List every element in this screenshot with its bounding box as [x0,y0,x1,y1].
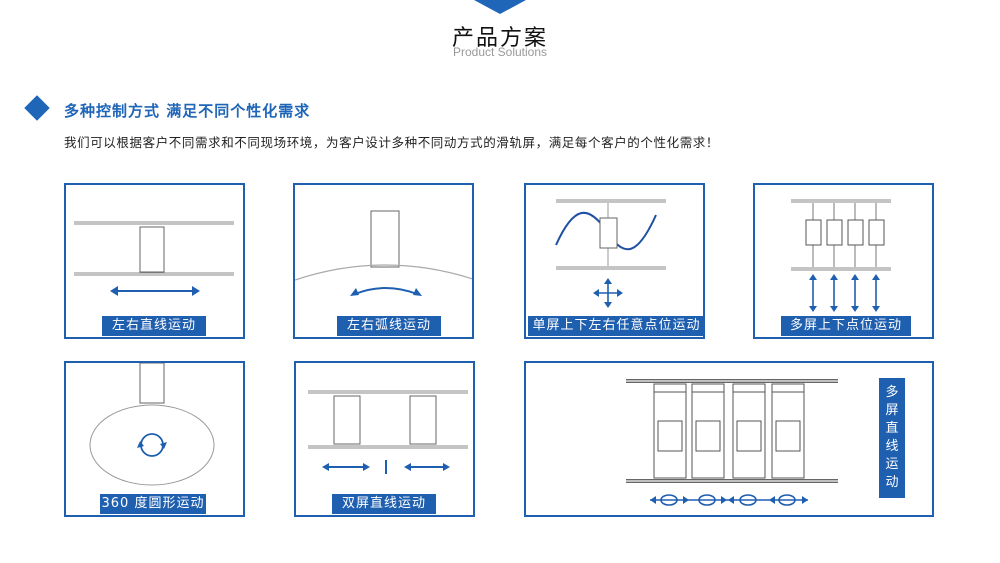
multi-linear-motion-illustration [626,379,838,506]
card-caption: 单屏上下左右任意点位运动 [528,316,703,336]
card-multi-updown-motion[interactable]: 多屏上下点位运动 [753,183,934,339]
card-caption: 左右弧线运动 [337,316,441,336]
caption-char: 多 [885,385,899,400]
free-point-motion-illustration [555,199,666,308]
page-title: 产品方案 [451,26,548,51]
card-free-point-motion[interactable]: 单屏上下左右任意点位运动 [524,183,705,339]
dual-linear-motion-illustration [308,390,468,474]
card-caption: 360 度圆形运动 [100,494,206,514]
multi-updown-motion-illustration [791,199,891,312]
caption-char: 线 [885,439,899,454]
card-caption: 多屏上下点位运动 [781,316,911,336]
linear-motion-illustration [74,221,234,296]
arc-motion-illustration [295,210,472,296]
caption-char: 直 [885,421,899,436]
card-caption: 左右直线运动 [102,316,206,336]
circular-motion-illustration [89,363,215,486]
card-circular-motion[interactable]: 360 度圆形运动 [64,361,245,517]
section-description: 我们可以根据客户不同需求和不同现场环境，为客户设计多种不同动方式的滑轨屏，满足每… [64,135,720,150]
card-caption-vertical: 多 屏 直 线 运 动 [879,378,905,498]
caption-char: 动 [885,475,899,490]
card-dual-linear-motion[interactable]: 双屏直线运动 [294,361,475,517]
card-arc-motion[interactable]: 左右弧线运动 [293,183,474,339]
top-notch-decoration [474,0,526,14]
section-title: 多种控制方式 满足不同个性化需求 [64,102,311,120]
card-multi-linear-motion[interactable]: 多 屏 直 线 运 动 [524,361,934,517]
caption-char: 屏 [885,403,899,418]
caption-char: 运 [885,457,899,472]
card-linear-motion[interactable]: 左右直线运动 [64,183,245,339]
page-subtitle: Product Solutions [452,45,548,59]
diamond-icon [24,95,50,121]
card-caption: 双屏直线运动 [332,494,436,514]
